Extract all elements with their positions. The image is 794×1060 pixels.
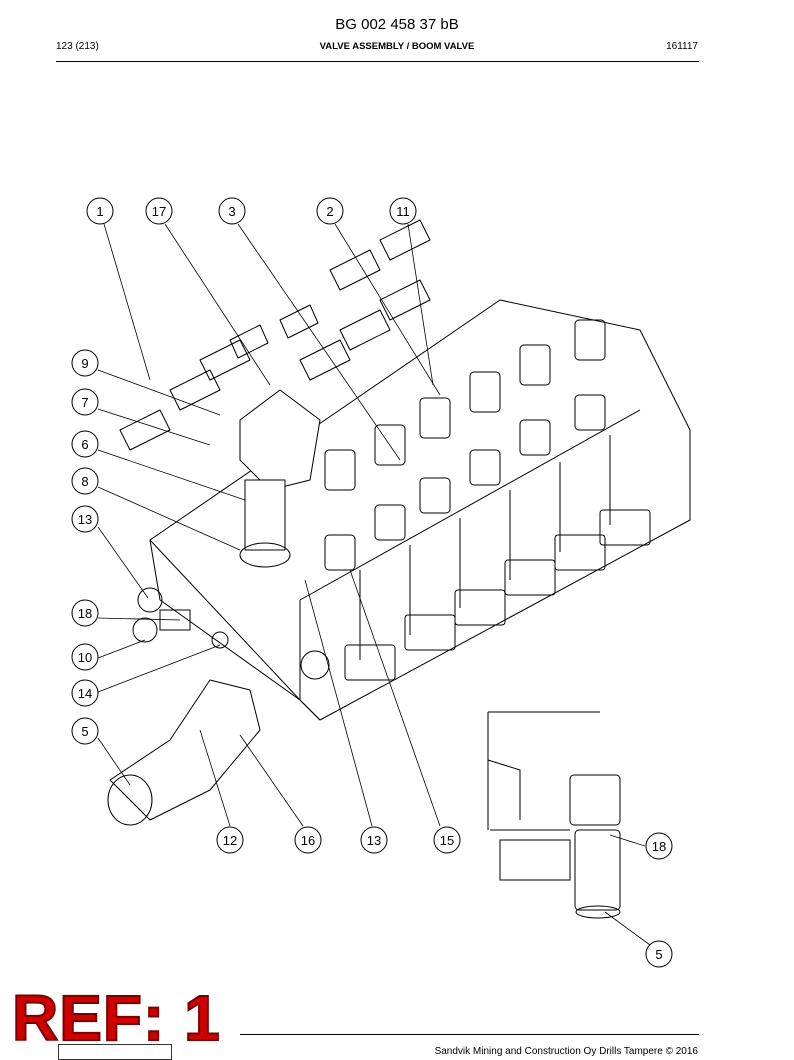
callout-15: 15 xyxy=(433,826,461,854)
svg-text:17: 17 xyxy=(152,204,166,219)
callout-5-detail: 5 xyxy=(645,940,673,968)
svg-text:14: 14 xyxy=(78,686,92,701)
callout-11: 11 xyxy=(389,197,417,225)
callout-18-detail: 18 xyxy=(645,832,673,860)
detail-inset xyxy=(487,711,621,919)
callout-13-bottom: 13 xyxy=(360,826,388,854)
callouts: 1 17 3 2 11 9 7 6 8 13 18 10 14 5 12 16 … xyxy=(71,197,673,968)
svg-text:6: 6 xyxy=(81,437,88,452)
document-number: BG 002 458 37 bB xyxy=(335,16,459,33)
callout-8: 8 xyxy=(71,467,99,495)
svg-text:12: 12 xyxy=(223,833,237,848)
svg-text:10: 10 xyxy=(78,650,92,665)
svg-text:15: 15 xyxy=(440,833,454,848)
callout-10: 10 xyxy=(71,643,99,671)
callout-16: 16 xyxy=(294,826,322,854)
footer-rule xyxy=(240,1034,699,1035)
footer-copyright: Sandvik Mining and Construction Oy Drill… xyxy=(434,1046,698,1057)
svg-text:3: 3 xyxy=(228,204,235,219)
callout-6: 6 xyxy=(71,430,99,458)
callout-5: 5 xyxy=(71,717,99,745)
svg-text:16: 16 xyxy=(301,833,315,848)
callout-2: 2 xyxy=(316,197,344,225)
callout-3: 3 xyxy=(218,197,246,225)
svg-text:2: 2 xyxy=(326,204,333,219)
boom-valve-block xyxy=(107,219,691,826)
svg-text:18: 18 xyxy=(78,606,92,621)
leader-lines xyxy=(97,223,651,946)
svg-text:5: 5 xyxy=(81,724,88,739)
page-indicator: 123 (213) xyxy=(56,41,99,52)
svg-text:9: 9 xyxy=(81,356,88,371)
svg-text:18: 18 xyxy=(652,839,666,854)
page-title: VALVE ASSEMBLY / BOOM VALVE xyxy=(319,41,475,52)
svg-text:13: 13 xyxy=(78,512,92,527)
callout-13: 13 xyxy=(71,505,99,533)
svg-text:11: 11 xyxy=(396,204,410,219)
callout-9: 9 xyxy=(71,349,99,377)
svg-text:13: 13 xyxy=(367,833,381,848)
callout-1: 1 xyxy=(86,197,114,225)
svg-text:8: 8 xyxy=(81,474,88,489)
svg-text:1: 1 xyxy=(96,204,103,219)
callout-17: 17 xyxy=(145,197,173,225)
callout-18: 18 xyxy=(71,599,99,627)
callout-7: 7 xyxy=(71,388,99,416)
callout-12: 12 xyxy=(216,826,244,854)
callout-14: 14 xyxy=(71,679,99,707)
header-rule xyxy=(56,61,699,62)
ref-stamp: REF: 1 xyxy=(11,982,221,1054)
company-logo xyxy=(58,1044,172,1060)
svg-text:7: 7 xyxy=(81,395,88,410)
date-code: 161117 xyxy=(666,41,698,52)
svg-text:5: 5 xyxy=(655,947,662,962)
